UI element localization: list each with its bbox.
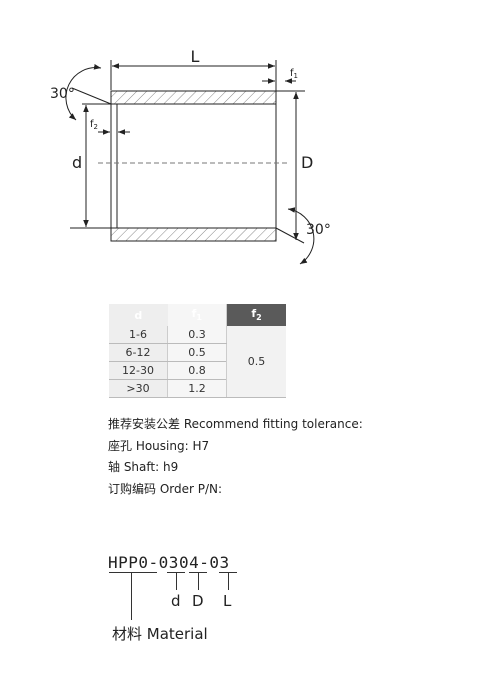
- pn-L-code: 03: [209, 553, 230, 572]
- table-header-row: d f1 f2: [109, 304, 286, 326]
- material-label: 材料 Material: [112, 625, 208, 643]
- pn-D-code: 04: [178, 553, 200, 572]
- table-row: 6-12 0.5: [109, 343, 286, 362]
- cell-f1: 0.5: [167, 343, 227, 362]
- cell-f1: 1.2: [167, 379, 227, 398]
- bushing-outer-body: [110, 90, 277, 242]
- pn-label-D: D: [192, 592, 204, 610]
- D-label: D: [301, 153, 313, 172]
- cell-f2-merged: 0.5: [226, 326, 286, 398]
- bushing-top-wall: [110, 90, 277, 105]
- underline-prefix: [109, 572, 157, 573]
- table-row: 12-30 0.8: [109, 361, 286, 380]
- chamfer-table: d f1 f2 1-6 0.3 0.5 6-12 0.5 12-30 0.8 >…: [109, 304, 286, 398]
- cell-f1: 0.8: [167, 361, 227, 380]
- cell-d: >30: [109, 379, 168, 398]
- angle-label-bottom: 30°: [306, 222, 331, 238]
- pn-d-code: 03: [158, 553, 179, 572]
- chamfer-guide-top-left: [71, 87, 112, 105]
- cell-f1: 0.3: [167, 326, 227, 344]
- leader-D: [198, 572, 199, 590]
- shaft-note: 轴 Shaft: h9: [108, 460, 179, 474]
- housing-note: 座孔 Housing: H7: [108, 438, 210, 453]
- cell-d: 1-6: [109, 326, 168, 344]
- f2-label: f2: [90, 119, 98, 131]
- chamfer-guide-bottom-right: [275, 227, 305, 244]
- part-number: HPP0-0304-03: [108, 553, 230, 572]
- leader-L: [228, 572, 229, 590]
- f1-label: f1: [290, 68, 298, 80]
- notes-block: 推荐安装公差 Recommend fitting tolerance: 座孔 H…: [108, 414, 363, 500]
- bushing-bottom-wall: [110, 227, 277, 242]
- angle-arc-top: [65, 64, 102, 121]
- L-label: L: [191, 47, 200, 66]
- pn-label-L: L: [223, 592, 232, 610]
- angle-label-top: 30°: [50, 86, 75, 102]
- tolerance-note: 推荐安装公差 Recommend fitting tolerance:: [108, 417, 363, 431]
- order-note: 订购编码 Order P/N:: [108, 481, 223, 496]
- pn-prefix: HPP0-: [108, 553, 159, 572]
- angle-arc-bottom: [287, 207, 315, 265]
- leader-d: [176, 572, 177, 590]
- leader-material: [131, 572, 132, 620]
- pn-separator: -: [199, 553, 210, 572]
- table-row: 1-6 0.3 0.5: [109, 326, 286, 398]
- cell-d: 6-12: [109, 343, 168, 362]
- d-label: d: [72, 153, 82, 172]
- table-row: >30 1.2: [109, 379, 286, 398]
- pn-label-d: d: [171, 592, 181, 610]
- cell-d: 12-30: [109, 361, 168, 380]
- header-f2: f2: [226, 304, 286, 326]
- bushing-drawing: L f1 D d f2 30° 30°: [50, 47, 331, 265]
- header-f1: f1: [167, 304, 227, 326]
- header-d: d: [109, 304, 168, 326]
